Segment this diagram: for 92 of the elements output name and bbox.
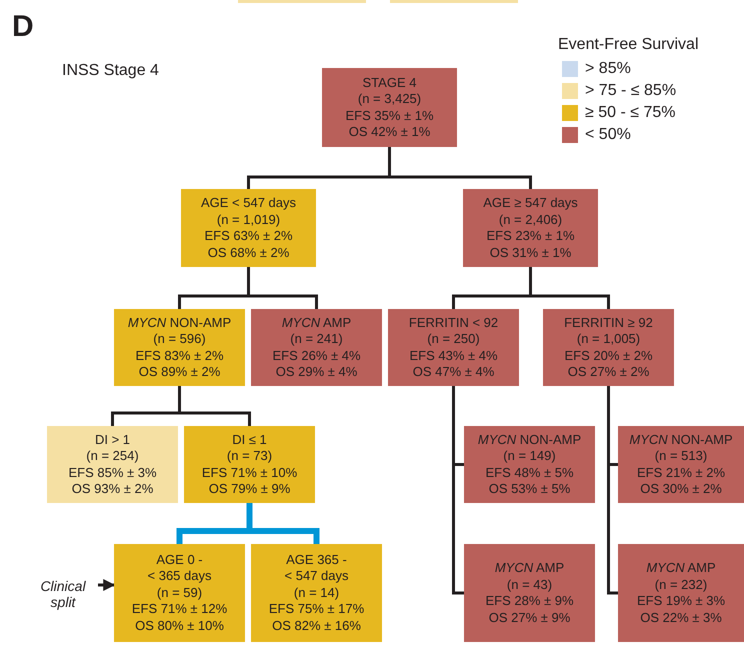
box-text: DI > 1 [94,432,130,448]
box-text: AGE 0 - [156,552,203,568]
criteria-box [463,189,598,267]
box-text: OS 27% ± 9% [488,610,570,626]
box-text: STAGE 4 [362,74,416,91]
box-text: MYCN AMP [494,560,564,576]
legend-text: > 85% [585,60,631,78]
box-text: EFS 71% ± 12% [132,601,228,618]
box-text: FERRITIN ≥ 92 [564,314,653,331]
box-text: EFS 23% ± 1% [486,228,575,244]
box-text: FERRITIN < 92 [408,314,498,331]
legend-title: Event-Free Survival [558,36,698,54]
box-text: OS 27% ± 2% [568,364,650,380]
criteria-box [114,309,245,386]
box-text: OS 68% ± 2% [208,244,290,261]
criteria-box [464,426,595,503]
box-text: MYCN NON-AMP [128,314,232,331]
box-text: EFS 26% ± 4% [272,348,361,364]
box-text: EFS 35% ± 1% [345,108,434,124]
box-text: MYCN NON-AMP [478,432,582,448]
box-text: OS 53% ± 5% [488,481,570,498]
box-text: AGE 365 - [286,552,347,568]
criteria-box [464,544,595,642]
box-text: (n = 254) [86,448,139,464]
box-text: OS 31% ± 1% [490,244,572,261]
box-text: (n = 1,005) [576,331,640,348]
box-text: OS 89% ± 2% [138,364,220,380]
connector-line [247,267,318,309]
legend-text: < 50% [585,126,631,144]
box-text: EFS 63% ± 2% [204,228,293,244]
box-text: (n = 596) [153,331,206,348]
box-text: AGE ≥ 547 days [483,195,578,212]
criteria-box [181,189,316,267]
connector-line [178,386,251,426]
box-text: OS 93% ± 2% [72,481,154,498]
box-text: EFS 48% ± 5% [485,464,574,481]
box-text: < 365 days [148,568,212,585]
box-text: OS 47% ± 4% [412,364,494,380]
box-text: OS 82% ± 16% [272,618,361,634]
box-text: (n = 149) [503,448,556,464]
box-text: (n = 241) [290,331,343,348]
legend-text: ≥ 50 - ≤ 75% [585,104,676,122]
box-text: MYCN AMP [282,314,352,331]
criteria-box [322,68,457,147]
box-text: EFS 20% ± 2% [564,348,653,364]
box-text: EFS 19% ± 3% [636,593,726,610]
criteria-box [388,309,519,386]
box-text: OS 30% ± 2% [640,481,722,498]
box-text: AGE < 547 days [200,195,296,212]
criteria-box [543,309,674,386]
box-text: DI ≤ 1 [232,432,267,448]
criteria-box [47,426,178,503]
box-text: (n = 59) [156,584,202,602]
box-text: EFS 83% ± 2% [135,348,224,364]
box-text: OS 22% ± 3% [640,610,722,626]
panel-letter: D [12,10,34,44]
criteria-box [184,426,315,503]
criteria-box [251,309,382,386]
partial-box [390,0,518,3]
box-text: (n = 73) [226,448,272,464]
box-text: Clinical split [39,578,87,610]
box-text: EFS 85% ± 3% [68,464,157,481]
connector-line [529,267,610,309]
box-text: (n = 232) [654,576,708,593]
box-text: OS 79% ± 9% [208,481,290,498]
box-text: MYCN NON-AMP [629,432,733,448]
panel-subtitle: INSS Stage 4 [62,62,159,80]
box-text: EFS 71% ± 10% [202,464,298,481]
box-text: OS 42% ± 1% [348,124,430,140]
box-text: < 547 days [284,568,348,585]
box-text: EFS 28% ± 9% [485,593,574,610]
box-text: OS 29% ± 4% [276,364,358,380]
partial-box [238,0,366,3]
criteria-box [618,544,744,642]
box-text: OS 80% ± 10% [135,618,224,634]
box-text: EFS 75% ± 17% [268,601,364,618]
arrow [98,579,116,591]
box-text: EFS 21% ± 2% [636,464,726,481]
box-text: (n = 3,425) [358,91,422,108]
criteria-box [114,544,245,642]
criteria-box [251,544,382,642]
box-text: (n = 250) [427,331,480,348]
box-text: (n = 43) [506,576,552,593]
box-text: (n = 2,406) [498,212,562,228]
connector-line [452,386,464,594]
legend-text: > 75 - ≤ 85% [585,82,676,100]
box-text: (n = 513) [654,448,708,464]
criteria-box [618,426,744,503]
box-text: MYCN AMP [646,560,716,576]
box-text: (n = 14) [294,584,340,602]
box-text: EFS 43% ± 4% [409,348,498,364]
box-text: (n = 1,019) [216,212,280,228]
